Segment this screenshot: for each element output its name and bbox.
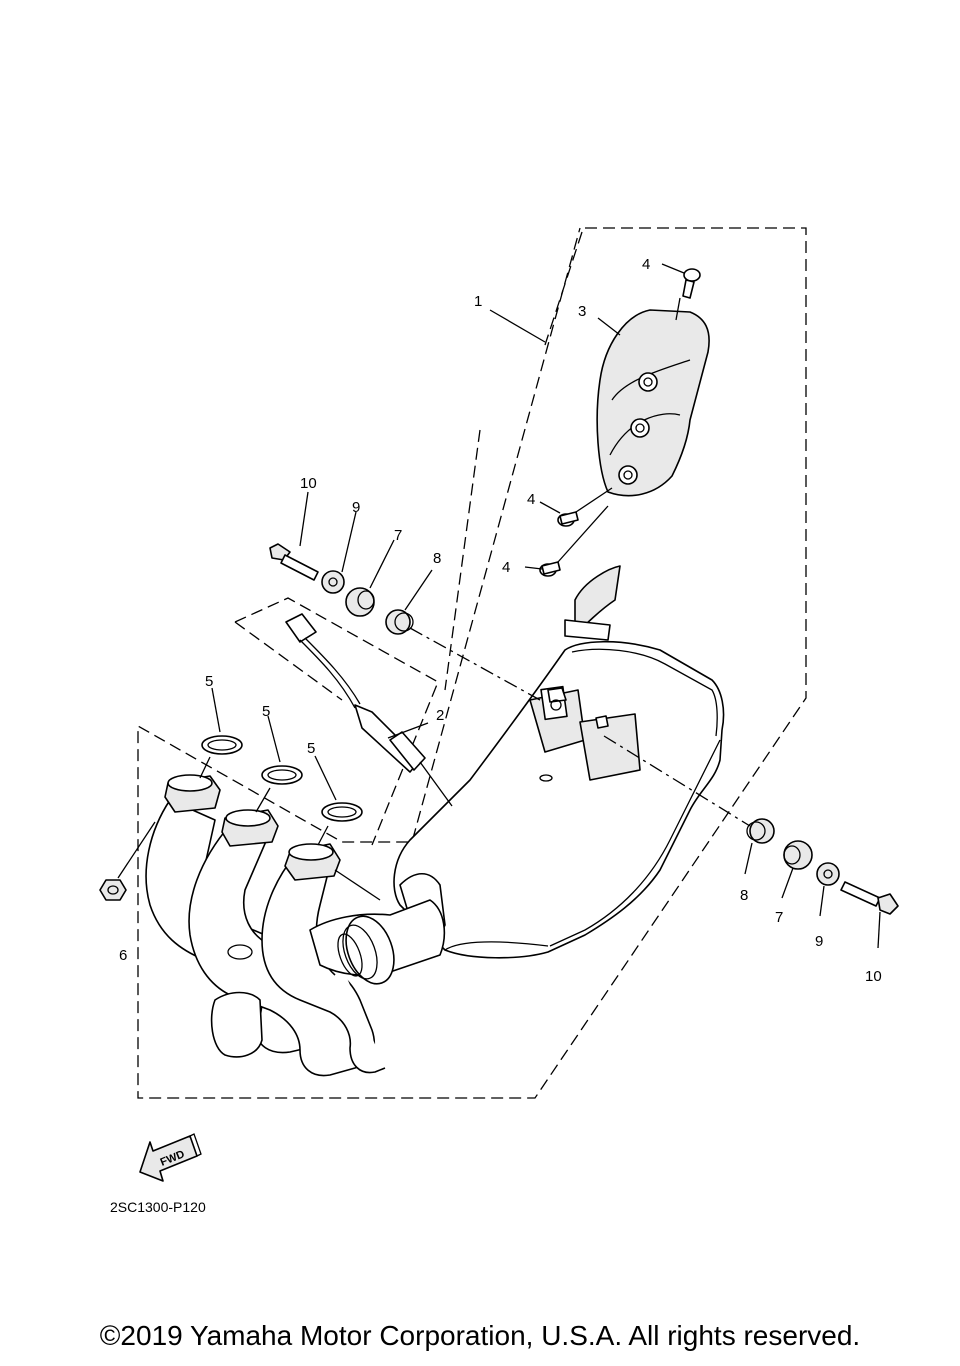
leader-lines: [117, 263, 881, 949]
callout-5-first: 5: [205, 673, 213, 690]
mounting-bolt-right[interactable]: [840, 881, 899, 915]
heat-shield[interactable]: [596, 309, 710, 497]
callout-8-right: 8: [740, 887, 748, 904]
callout-6: 6: [119, 947, 127, 964]
washer-right[interactable]: [816, 862, 840, 886]
collar-left[interactable]: [385, 609, 414, 635]
callout-7-left: 7: [394, 527, 402, 544]
callout-labels: 1 3 4 4 4 10 9 7 8 2 5 5 5 6 8 7 9 10: [119, 256, 882, 985]
mounting-bolt-left[interactable]: [269, 543, 319, 581]
shield-screw-top[interactable]: [682, 268, 701, 299]
washer-left[interactable]: [321, 570, 345, 594]
callout-3: 3: [578, 303, 586, 320]
damper-right[interactable]: [783, 840, 813, 870]
callout-10-left: 10: [300, 475, 317, 492]
gasket-1[interactable]: [201, 735, 243, 755]
copyright-notice: ©2019 Yamaha Motor Corporation, U.S.A. A…: [99, 1320, 861, 1351]
damper-left[interactable]: [345, 587, 375, 617]
callout-10-right: 10: [865, 968, 882, 985]
exhaust-header-pipes[interactable]: [145, 774, 446, 1077]
callout-5-third: 5: [307, 740, 315, 757]
muffler-assembly[interactable]: [393, 565, 725, 959]
collar-right[interactable]: [746, 818, 775, 844]
flange-nut[interactable]: [99, 879, 127, 901]
shield-screw-middle[interactable]: [557, 511, 579, 527]
callout-4-top: 4: [642, 256, 650, 273]
gasket-3[interactable]: [321, 802, 363, 822]
o2-sensor[interactable]: [285, 613, 426, 773]
callout-9-right: 9: [815, 933, 823, 950]
callout-2: 2: [436, 707, 444, 724]
callout-8-left: 8: [433, 550, 441, 567]
forward-arrow-icon: FWD: [139, 1133, 202, 1182]
gasket-2[interactable]: [261, 765, 303, 785]
callout-4-mid: 4: [527, 491, 535, 508]
callout-7-right: 7: [775, 909, 783, 926]
assembly-group-outline: [137, 227, 807, 1099]
drawing-code: 2SC1300-P120: [110, 1199, 206, 1215]
callout-1: 1: [474, 293, 482, 310]
callout-5-second: 5: [262, 703, 270, 720]
shield-screw-lower[interactable]: [539, 561, 561, 577]
callout-4-low: 4: [502, 559, 510, 576]
callout-9-left: 9: [352, 499, 360, 516]
